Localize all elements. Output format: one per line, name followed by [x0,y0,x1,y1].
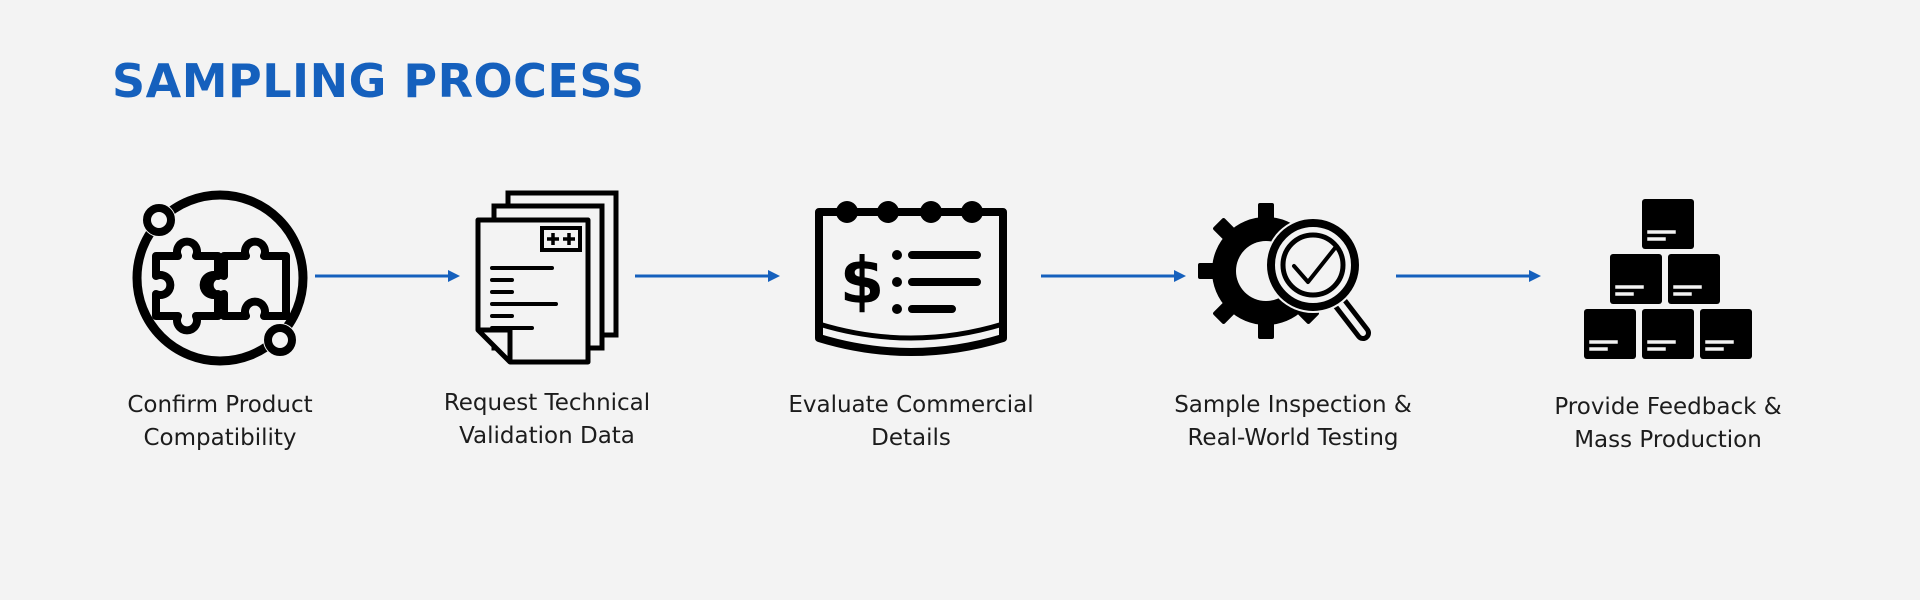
box-pyramid-icon [1584,199,1752,359]
gear-magnifier-check-icon [1198,203,1371,341]
step-3-label-line1: Evaluate Commercial [788,392,1034,418]
arrow-connector-2 [635,270,780,282]
step-3-label: Evaluate Commercial Details [751,389,1071,455]
step-2-label: Request Technical Validation Data [387,387,707,453]
step-4-label-line1: Sample Inspection & [1174,392,1412,418]
step-2-label-line1: Request Technical [443,390,651,416]
step-4-label-line2: Real-World Testing [1187,425,1399,451]
puzzle-circle-icon [132,190,308,366]
step-2-label-line2: Validation Data [459,423,635,449]
svg-text:$: $ [840,245,885,319]
step-1-label-line2: Compatibility [143,425,297,451]
step-1-label-line1: Confirm Product [127,392,313,418]
arrow-connector-4 [1396,270,1541,282]
step-1-label: Confirm Product Compatibility [60,389,380,455]
step-5-label-line2: Mass Production [1574,427,1762,453]
step-5-label-line1: Provide Feedback & [1554,394,1782,420]
price-list-calendar-icon: $ [815,201,1007,356]
step-5-label: Provide Feedback & Mass Production [1508,391,1828,457]
documents-stack-icon [475,190,619,365]
arrow-connector-1 [315,270,460,282]
page-title: SAMPLING PROCESS [112,54,645,108]
arrow-connector-3 [1041,270,1186,282]
step-4-label: Sample Inspection & Real-World Testing [1133,389,1453,455]
step-3-label-line2: Details [871,425,951,451]
